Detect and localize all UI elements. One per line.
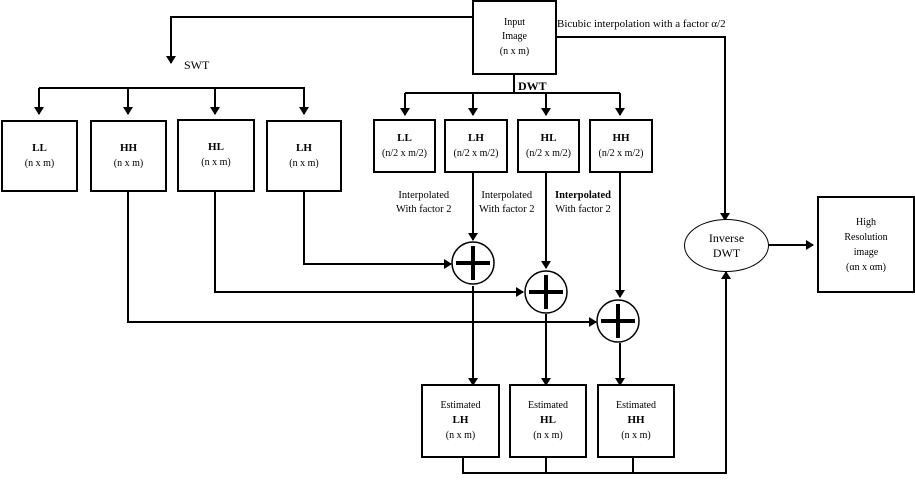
dwt-label: DWT [518, 79, 547, 93]
dwt-band-hh: HH (n/2 x m/2) [589, 119, 653, 173]
high-resolution-image-box: High Resolution image (αn x αm) [817, 196, 915, 293]
swt-band-hl: HL (n x m) [177, 119, 255, 192]
input-image-box: Input Image (n x m) [472, 0, 557, 75]
edge-input-swt [166, 16, 472, 64]
edge-swthh-adder3 [127, 191, 597, 327]
swt-band-lh: LH (n x m) [266, 120, 342, 192]
estimated-lh-box: Estimated LH (n x m) [421, 384, 500, 458]
input-title: Input [503, 16, 526, 28]
swt-label: SWT [184, 58, 210, 72]
swt-band-hh: HH (n x m) [90, 120, 167, 192]
interp-note-hh: Interpolated With factor 2 [555, 190, 611, 216]
edge-swthl-adder2 [214, 191, 524, 297]
edge-est-bus [462, 271, 731, 474]
interp-note-lh: Interpolated With factor 2 [396, 190, 452, 216]
inverse-dwt-node: Inverse DWT [684, 219, 769, 272]
bicubic-label: Bicubic interpolation with a factor α/2 [557, 18, 726, 30]
dwt-band-hl: HL (n/2 x m/2) [517, 119, 580, 173]
interp-note-hl: Interpolated With factor 2 [479, 190, 535, 216]
edge-swtlh-adder1 [303, 191, 452, 269]
estimated-hl-box: Estimated HL (n x m) [509, 384, 587, 458]
input-title2: Image [502, 31, 527, 43]
adder-plus-1 [451, 241, 495, 285]
dwt-band-ll: LL (n/2 x m/2) [373, 119, 436, 173]
input-size: (n x m) [499, 45, 530, 57]
estimated-hh-box: Estimated HH (n x m) [597, 384, 675, 458]
adder-plus-3 [596, 299, 640, 343]
edge-bicubic [556, 36, 730, 221]
dwt-band-lh: LH (n/2 x m/2) [444, 119, 508, 173]
swt-band-ll: LL (n x m) [1, 120, 78, 192]
adder-plus-2 [524, 270, 568, 314]
